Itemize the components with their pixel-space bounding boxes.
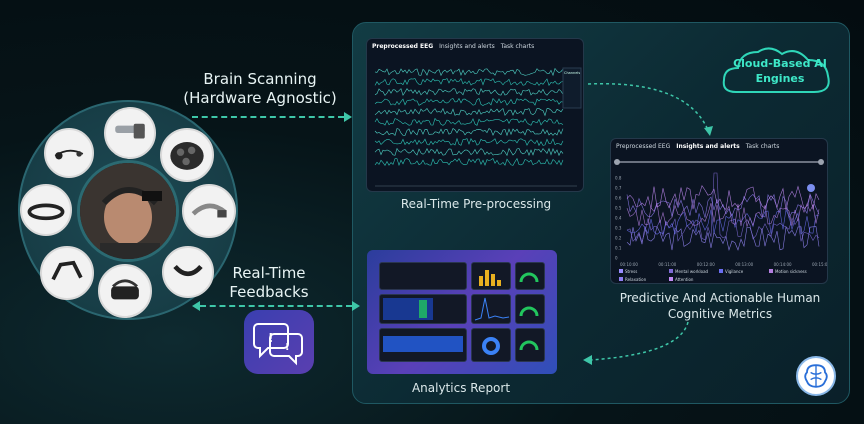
metrics-legend-swatch <box>669 269 673 273</box>
metrics-y-tick: 0.8 <box>615 176 622 181</box>
brain-scanning-line1: Brain Scanning <box>180 70 340 89</box>
metrics-legend-swatch <box>769 269 773 273</box>
headband-device-icon <box>104 107 156 159</box>
sensor-headset-icon <box>182 184 236 238</box>
metrics-y-tick: 0.7 <box>615 186 622 191</box>
metrics-y-tick: 0.6 <box>615 196 622 201</box>
neckband-device-icon <box>162 246 214 298</box>
scan-arrow-head <box>344 112 352 122</box>
eeg-legend-title: Channels <box>564 71 580 75</box>
cap-device-icon <box>160 128 214 182</box>
strap-headset-icon <box>40 246 94 300</box>
brain-logo-icon <box>796 356 836 396</box>
range-handle-left[interactable] <box>614 159 620 165</box>
brain-scanning-label: Brain Scanning (Hardware Agnostic) <box>180 70 340 108</box>
metrics-screen: Preprocessed EEG Insights and alerts Tas… <box>610 138 828 284</box>
eeg-trace <box>375 119 563 126</box>
feedback-arrow-head-left <box>192 301 200 311</box>
metrics-tab-tasks[interactable]: Task charts <box>746 143 780 150</box>
report-graphics <box>379 262 545 362</box>
feedbacks-line2: Feedbacks <box>224 283 314 302</box>
metrics-y-tick: 0.3 <box>615 226 622 231</box>
scan-arrow-line <box>192 116 344 118</box>
analytics-report <box>367 250 557 374</box>
metrics-x-tick: 00:10:00 <box>620 262 638 267</box>
chat-alert-icon: ! ! <box>244 310 314 374</box>
eeg-trace <box>375 79 563 86</box>
metrics-legend-swatch <box>619 277 623 281</box>
metrics-caption-line1: Predictive And Actionable Human <box>610 290 830 306</box>
preprocessing-caption: Real-Time Pre-processing <box>386 196 566 212</box>
metrics-tab-insights[interactable]: Insights and alerts <box>676 143 740 150</box>
metrics-legend-swatch <box>669 277 673 281</box>
feedbacks-label: Real-Time Feedbacks <box>224 264 314 302</box>
metrics-legend-label: Vigilance <box>725 269 744 274</box>
metrics-x-tick: 00:14:00 <box>774 262 792 267</box>
eeg-plot: Channels <box>367 54 584 192</box>
feedback-arrow-head-right <box>352 301 360 311</box>
eeg-trace <box>375 139 563 146</box>
metrics-status-dot <box>807 184 815 192</box>
eeg-tabs: Preprocessed EEG Insights and alerts Tas… <box>367 39 583 54</box>
eeg-trace <box>375 89 563 96</box>
feedbacks-line1: Real-Time <box>224 264 314 283</box>
metrics-legend-label: Motion sickness <box>775 269 807 274</box>
eeg-trace <box>375 149 563 156</box>
svg-text:!: ! <box>285 342 290 353</box>
metrics-y-tick: 0 <box>615 256 618 261</box>
metrics-x-tick: 00:15:00 <box>812 262 828 267</box>
cloud-line2: Engines <box>730 71 830 86</box>
metrics-caption: Predictive And Actionable Human Cognitiv… <box>610 290 830 322</box>
eeg-tab-tasks[interactable]: Task charts <box>501 43 535 50</box>
brain-scanning-line2: (Hardware Agnostic) <box>180 89 340 108</box>
metrics-y-tick: 0.2 <box>615 236 622 241</box>
metrics-legend-swatch <box>719 269 723 273</box>
metrics-legend-label: Attention <box>675 277 694 282</box>
metrics-y-tick: 0.5 <box>615 206 622 211</box>
metrics-y-tick: 0.4 <box>615 216 622 221</box>
eeg-trace <box>375 99 563 106</box>
metrics-legend-label: Stress <box>625 269 637 274</box>
metrics-legend-label: Mental workload <box>675 269 709 274</box>
cloud-line1: Cloud-Based AI <box>730 56 830 71</box>
person-headset-image <box>77 160 179 262</box>
metrics-legend-label: Relaxation <box>625 277 647 282</box>
eeg-trace <box>375 69 563 76</box>
eeg-screen: Preprocessed EEG Insights and alerts Tas… <box>366 38 584 192</box>
metrics-plot: 0.8 0.7 0.6 0.5 0.4 0.3 0.2 0.1 000:10:00 00:11:0… <box>611 154 828 284</box>
metrics-tab-preprocessed[interactable]: Preprocessed EEG <box>616 143 670 150</box>
eeg-trace <box>375 109 563 116</box>
metrics-x-tick: 00:12:00 <box>697 262 715 267</box>
metrics-x-tick: 00:13:00 <box>735 262 753 267</box>
feedback-arrow-line <box>200 305 352 307</box>
metrics-y-tick: 0.1 <box>615 246 622 251</box>
eeg-trace <box>375 159 563 166</box>
eeg-trace <box>375 129 563 136</box>
analytics-caption: Analytics Report <box>386 380 536 396</box>
metrics-to-report-arrow <box>580 320 700 370</box>
metrics-tabs: Preprocessed EEG Insights and alerts Tas… <box>611 139 827 154</box>
metrics-legend-swatch <box>619 269 623 273</box>
metrics-x-tick: 00:11:00 <box>658 262 676 267</box>
vr-headset-icon <box>98 264 152 318</box>
svg-text:!: ! <box>268 331 273 345</box>
range-handle-right[interactable] <box>818 159 824 165</box>
report-dashboard <box>379 262 545 362</box>
band-device-icon <box>20 184 72 236</box>
eeg-tab-insights[interactable]: Insights and alerts <box>439 43 495 50</box>
cloud-engine-label: Cloud-Based AI Engines <box>730 56 830 86</box>
earbud-device-icon <box>44 128 94 178</box>
eeg-tab-preprocessed[interactable]: Preprocessed EEG <box>372 43 433 50</box>
eeg-to-metrics-arrow <box>586 80 716 140</box>
